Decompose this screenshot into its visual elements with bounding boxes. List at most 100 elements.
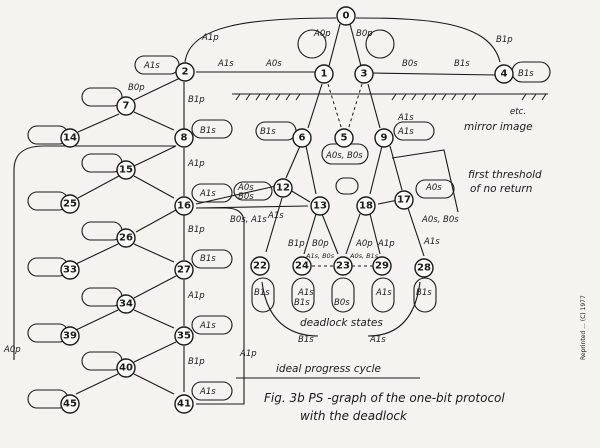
edge-0-1 [328,23,341,67]
state-node-34: 34 [116,294,136,314]
state-node-26: 26 [116,228,136,248]
loop-3 [365,29,395,59]
state-label: 23 [336,261,350,272]
state-label: 26 [119,233,133,244]
state-circle [273,178,293,198]
edge-7-14 [77,113,120,133]
state-circle [175,62,195,82]
edge-label: A1s [217,59,234,69]
state-circle [116,294,136,314]
state-label: 25 [63,199,77,210]
state-node-22: 22 [250,256,270,276]
state-label: 7 [123,101,130,112]
self-loops [27,29,551,409]
state-circle [372,256,392,276]
state-label: 27 [177,265,191,276]
state-node-5: 5 [334,128,354,148]
edge-15-16 [133,175,175,199]
state-label: 39 [63,331,77,342]
state-label: 9 [381,133,388,144]
edge-9-17 [389,145,403,191]
state-circle [174,326,194,346]
edge-label: B1s [260,127,276,137]
loop-27 [191,249,233,269]
state-circle [494,64,514,84]
edge-label: B1s [200,254,216,264]
edge-12-22 [265,197,283,253]
threshold-label-line1: first threshold [468,169,542,181]
state-circle [116,358,136,378]
edge-7-8 [133,111,175,131]
state-node-29: 29 [372,256,392,276]
state-circle [374,128,394,148]
mirror-image-label: mirror image [464,121,533,133]
edge-label: A1s [199,387,216,397]
state-circle [60,394,80,414]
edge-16-26 [135,209,177,233]
edge-0-3 [349,23,362,67]
edge-6-12 [285,145,301,179]
loop-7 [81,87,123,107]
state-node-2: 2 [175,62,195,82]
state-node-7: 7 [116,96,136,116]
edge-17-28 [407,207,425,257]
edge-27-34 [133,275,177,299]
edge-label: A0s, B1s [349,252,379,260]
edge-label: A1p [187,291,205,301]
state-node-1: 1 [314,64,334,84]
edge-label: A0s, B0s [325,151,363,161]
state-label: 35 [177,331,191,342]
edge-label: B1s [518,69,534,79]
edge-26-33 [75,243,119,265]
loop-34 [81,287,123,307]
state-label: 5 [341,133,348,144]
state-node-17: 17 [394,190,414,210]
edge-label: A1s, B0s [305,252,335,260]
state-node-4: 4 [494,64,514,84]
state-circle [60,194,80,214]
state-circle [292,256,312,276]
state-label: 8 [181,133,188,144]
edge-34-39 [75,309,119,331]
edge-deadlock-arc-right [367,281,421,337]
state-circle [116,228,136,248]
loop-18 [335,177,359,195]
a1p-return-label: A1p [239,349,257,359]
state-circle [292,128,312,148]
edge-13-23 [321,213,339,255]
edge-label: B1s [254,288,270,298]
edge-label: A1s [143,61,160,71]
state-node-27: 27 [174,260,194,280]
edge-12-13 [289,189,311,203]
caption-line1: Fig. 3b PS -graph of the one-bit protoco… [264,391,505,405]
state-node-23: 23 [333,256,353,276]
loop-15 [81,153,123,173]
caption-line2: with the deadlock [300,409,408,423]
edge-3-9 [367,83,381,129]
edge-label: B1p [496,35,513,45]
state-node-24: 24 [292,256,312,276]
loop-41 [191,381,233,401]
state-circle [314,64,334,84]
loop-23 [331,277,355,313]
edge-label: B0s [402,59,418,69]
state-node-40: 40 [116,358,136,378]
edge-label: A0p [313,29,331,39]
loop-1 [297,29,327,59]
edge-label: B0p [128,83,145,93]
state-label: 34 [119,299,133,310]
hatched-baseline [232,93,548,101]
loop-22 [251,277,275,313]
edge-label: A1s [297,288,314,298]
state-label: 45 [63,399,77,410]
state-node-15: 15 [116,160,136,180]
edge-labels: A1p A0p B0p B1p A1s A0s B0s B1s A1s B0p … [128,29,534,397]
loop-35 [191,315,233,335]
edge-label: A1p [201,33,219,43]
state-label: 16 [177,201,191,212]
state-node-14: 14 [60,128,80,148]
edge-label: A0s [425,183,442,193]
edge-label: A1s [423,237,440,247]
edge-label: B1p [188,225,205,235]
